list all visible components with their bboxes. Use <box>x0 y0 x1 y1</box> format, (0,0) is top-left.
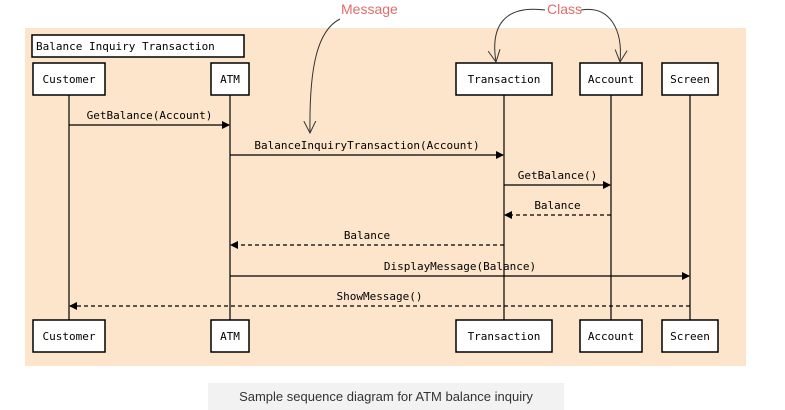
message-annotation: Message <box>341 1 398 17</box>
participant-box <box>579 62 643 96</box>
participant-box <box>661 319 719 353</box>
caption: Sample sequence diagram for ATM balance … <box>239 389 533 404</box>
participant-transaction-bottom: Transaction <box>455 319 553 353</box>
participant-label: Screen <box>670 330 710 343</box>
message-6: DisplayMessage(Balance) <box>230 260 690 280</box>
participant-transaction-top: Transaction <box>455 62 553 96</box>
frame-title-box: Balance Inquiry Transaction <box>31 34 245 58</box>
class-annotation: Class <box>547 1 582 17</box>
annotations: Message Class <box>310 1 620 133</box>
participant-label: Customer <box>43 330 96 343</box>
participant-screen-bottom: Screen <box>661 319 719 353</box>
participant-box <box>210 62 250 96</box>
message-4: Balance <box>504 199 611 219</box>
participant-box <box>32 62 106 96</box>
caption-box: Sample sequence diagram for ATM balance … <box>208 383 564 410</box>
participant-atm-top: ATM <box>210 62 250 96</box>
participant-screen-top: Screen <box>661 62 719 96</box>
message-label: DisplayMessage(Balance) <box>384 260 536 273</box>
participant-customer-bottom: Customer <box>32 319 106 353</box>
message-5: Balance <box>230 229 504 249</box>
participant-label: Account <box>588 73 634 86</box>
participant-label: Transaction <box>468 73 541 86</box>
frame-title: Balance Inquiry Transaction <box>36 40 215 53</box>
message-label: BalanceInquiryTransaction(Account) <box>254 139 479 152</box>
participant-box <box>455 319 553 353</box>
message-label: Balance <box>344 229 390 242</box>
message-3: GetBalance() <box>504 169 611 189</box>
participant-atm-bottom: ATM <box>210 319 250 353</box>
participant-account-bottom: Account <box>579 319 643 353</box>
class-annotation-arrow-left <box>495 8 546 62</box>
message-1: GetBalance(Account) <box>69 109 230 129</box>
lifelines <box>68 95 691 320</box>
message-label: Balance <box>534 199 580 212</box>
participant-account-top: Account <box>579 62 643 96</box>
message-label: ShowMessage() <box>336 290 422 303</box>
participant-label: Customer <box>43 73 96 86</box>
message-7: ShowMessage() <box>69 290 690 310</box>
participant-customer-top: Customer <box>32 62 106 96</box>
participant-box <box>661 62 719 96</box>
participant-box <box>210 319 250 353</box>
participant-box <box>579 319 643 353</box>
participant-label: Screen <box>670 73 710 86</box>
diagram-canvas: Balance Inquiry Transaction GetBalance(A… <box>25 1 746 366</box>
message-label: GetBalance(Account) <box>87 109 213 122</box>
message-2: BalanceInquiryTransaction(Account) <box>230 139 504 159</box>
class-annotation-arrow-right <box>580 8 620 62</box>
message-annotation-arrow <box>310 18 341 133</box>
participant-box <box>455 62 553 96</box>
participant-label: Account <box>588 330 634 343</box>
participant-box <box>32 319 106 353</box>
messages: GetBalance(Account) BalanceInquiryTransac… <box>69 109 690 310</box>
message-label: GetBalance() <box>518 169 597 182</box>
participant-label: ATM <box>220 330 240 343</box>
participants-top: Customer ATM Transaction Account Screen <box>32 62 719 96</box>
participants-bottom: Customer ATM Transaction Account Screen <box>32 319 719 353</box>
participant-label: ATM <box>220 73 240 86</box>
participant-label: Transaction <box>468 330 541 343</box>
